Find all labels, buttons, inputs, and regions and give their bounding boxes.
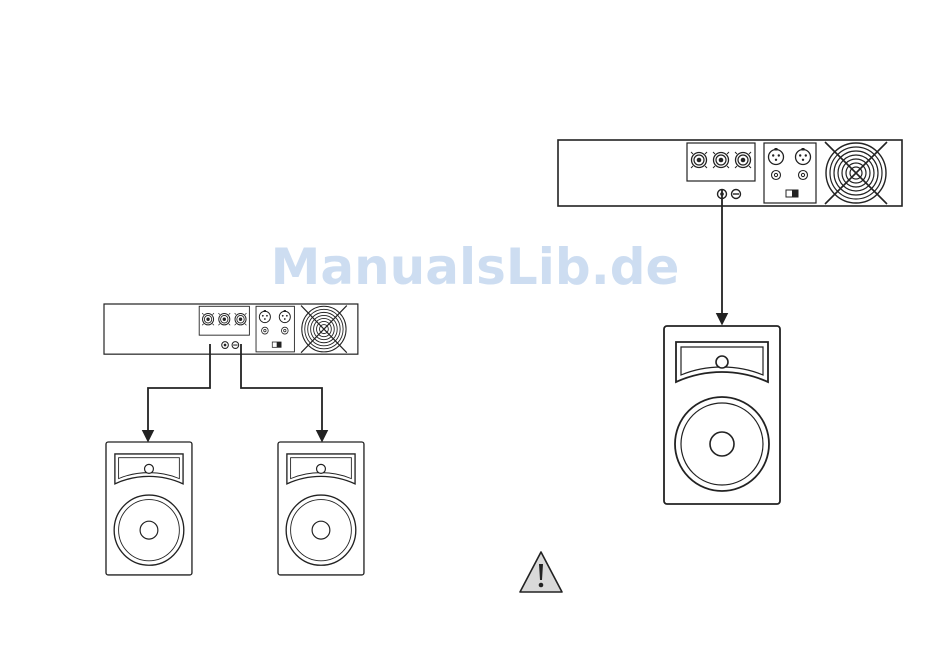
cable-to-left-speaker — [148, 344, 210, 440]
watermark: ManualsLib.de — [0, 238, 950, 296]
right-speaker — [278, 442, 364, 575]
stereo-diagram — [104, 304, 364, 575]
speaker — [664, 326, 780, 504]
warning-triangle-icon — [520, 552, 562, 592]
bridged-diagram — [558, 140, 902, 504]
amplifier-right — [558, 140, 902, 206]
amplifier-left — [104, 304, 358, 354]
left-speaker — [106, 442, 192, 575]
cable-to-right-speaker — [241, 344, 322, 440]
